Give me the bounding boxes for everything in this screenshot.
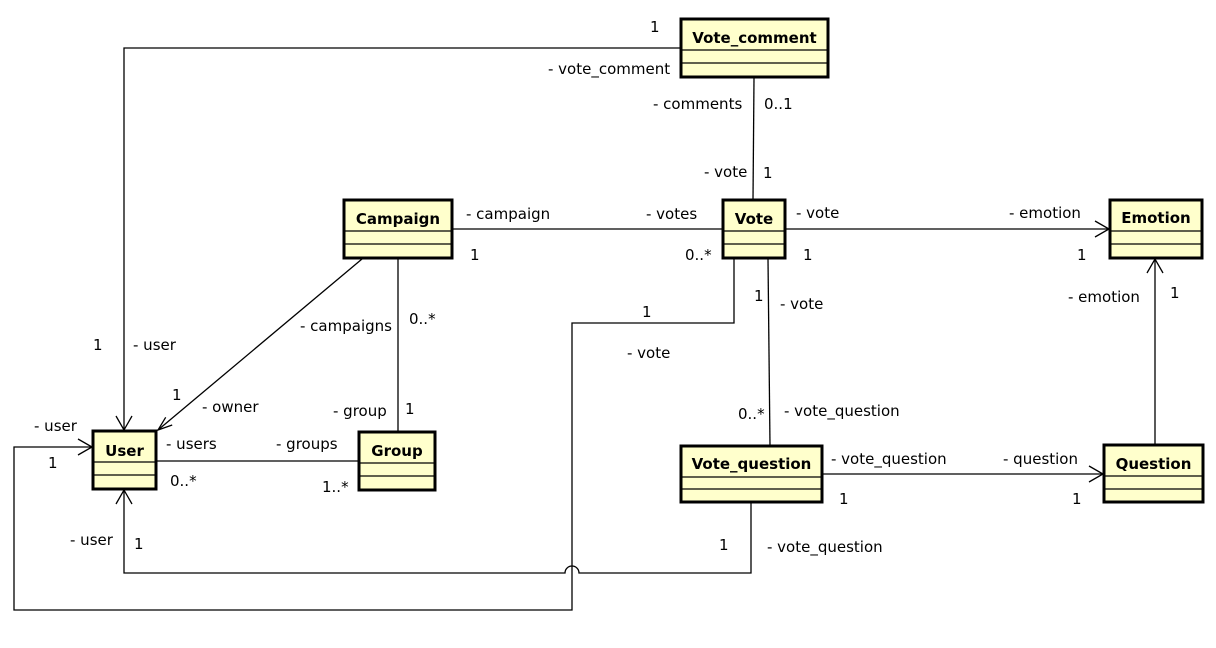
role-label: - vote	[780, 295, 823, 313]
class-name: Vote_comment	[692, 29, 816, 47]
multiplicity-label: 1	[172, 386, 182, 404]
multiplicity-label: 1	[48, 454, 58, 472]
multiplicity-label: 1	[650, 18, 660, 36]
class-vote-comment[interactable]: Vote_comment	[679, 17, 830, 79]
edge-vote-comment-user	[123, 47, 680, 430]
multiplicity-label: 1	[754, 287, 764, 305]
class-name: Campaign	[356, 210, 440, 228]
multiplicity-label: 1	[1077, 246, 1087, 264]
class-vote-question[interactable]: Vote_question	[679, 444, 824, 504]
role-label: - emotion	[1068, 288, 1140, 306]
multiplicity-label: 0..*	[738, 405, 765, 423]
multiplicity-label: 0..1	[764, 95, 793, 113]
class-vote[interactable]: Vote	[721, 198, 787, 260]
class-name: Vote	[735, 210, 773, 228]
multiplicity-label: 1	[839, 490, 849, 508]
multiplicity-label: 1	[134, 535, 144, 553]
role-label: - campaigns	[300, 317, 392, 335]
role-label: - user	[34, 417, 78, 435]
role-label: - votes	[646, 205, 697, 223]
role-label: - vote	[627, 344, 670, 362]
multiplicity-label: 0..*	[685, 246, 712, 264]
edge-vote-question-user	[123, 490, 752, 574]
multiplicity-label: 1	[470, 246, 480, 264]
role-label: - groups	[276, 435, 338, 453]
class-campaign[interactable]: Campaign	[342, 198, 454, 260]
role-label: - campaign	[466, 205, 550, 223]
multiplicity-label: 1	[803, 246, 813, 264]
multiplicity-label: 1	[93, 336, 103, 354]
edge-vote-user	[13, 259, 735, 611]
role-label: - users	[166, 435, 217, 453]
role-label: - vote_question	[831, 450, 947, 469]
arrowhead-user-owner	[156, 416, 173, 432]
class-user[interactable]: User	[91, 429, 158, 491]
edge-vote-vote-question	[767, 258, 771, 447]
class-question[interactable]: Question	[1102, 443, 1205, 504]
class-emotion[interactable]: Emotion	[1108, 198, 1204, 260]
edge-vote-comment-vote	[752, 77, 755, 201]
role-label: - vote_comment	[548, 60, 670, 79]
multiplicity-label: 0..*	[170, 472, 197, 490]
multiplicity-label: 1	[763, 164, 773, 182]
multiplicity-label: 1	[719, 536, 729, 554]
multiplicity-label: 0..*	[409, 310, 436, 328]
class-name: Emotion	[1121, 209, 1190, 227]
role-label: - user	[133, 336, 177, 354]
multiplicity-label: 1	[405, 400, 415, 418]
role-label: - vote_question	[784, 402, 900, 421]
role-label: - comments	[653, 95, 742, 113]
role-label: - vote	[796, 204, 839, 222]
role-label: - owner	[202, 398, 259, 416]
class-group[interactable]: Group	[357, 430, 437, 492]
class-name: Question	[1116, 455, 1192, 473]
role-label: - question	[1003, 450, 1078, 468]
edge-campaign-user	[157, 258, 363, 431]
role-label: - user	[70, 531, 114, 549]
multiplicity-label: 1	[1072, 490, 1082, 508]
multiplicity-label: 1	[642, 303, 652, 321]
multiplicity-label: 1..*	[322, 478, 349, 496]
multiplicity-label: 1	[1170, 284, 1180, 302]
class-name: User	[105, 442, 144, 460]
class-name: Vote_question	[692, 455, 812, 473]
class-name: Group	[371, 442, 423, 460]
role-label: - vote_question	[767, 538, 883, 557]
role-label: - group	[333, 402, 387, 420]
role-label: - emotion	[1009, 204, 1081, 222]
role-label: - vote	[704, 163, 747, 181]
